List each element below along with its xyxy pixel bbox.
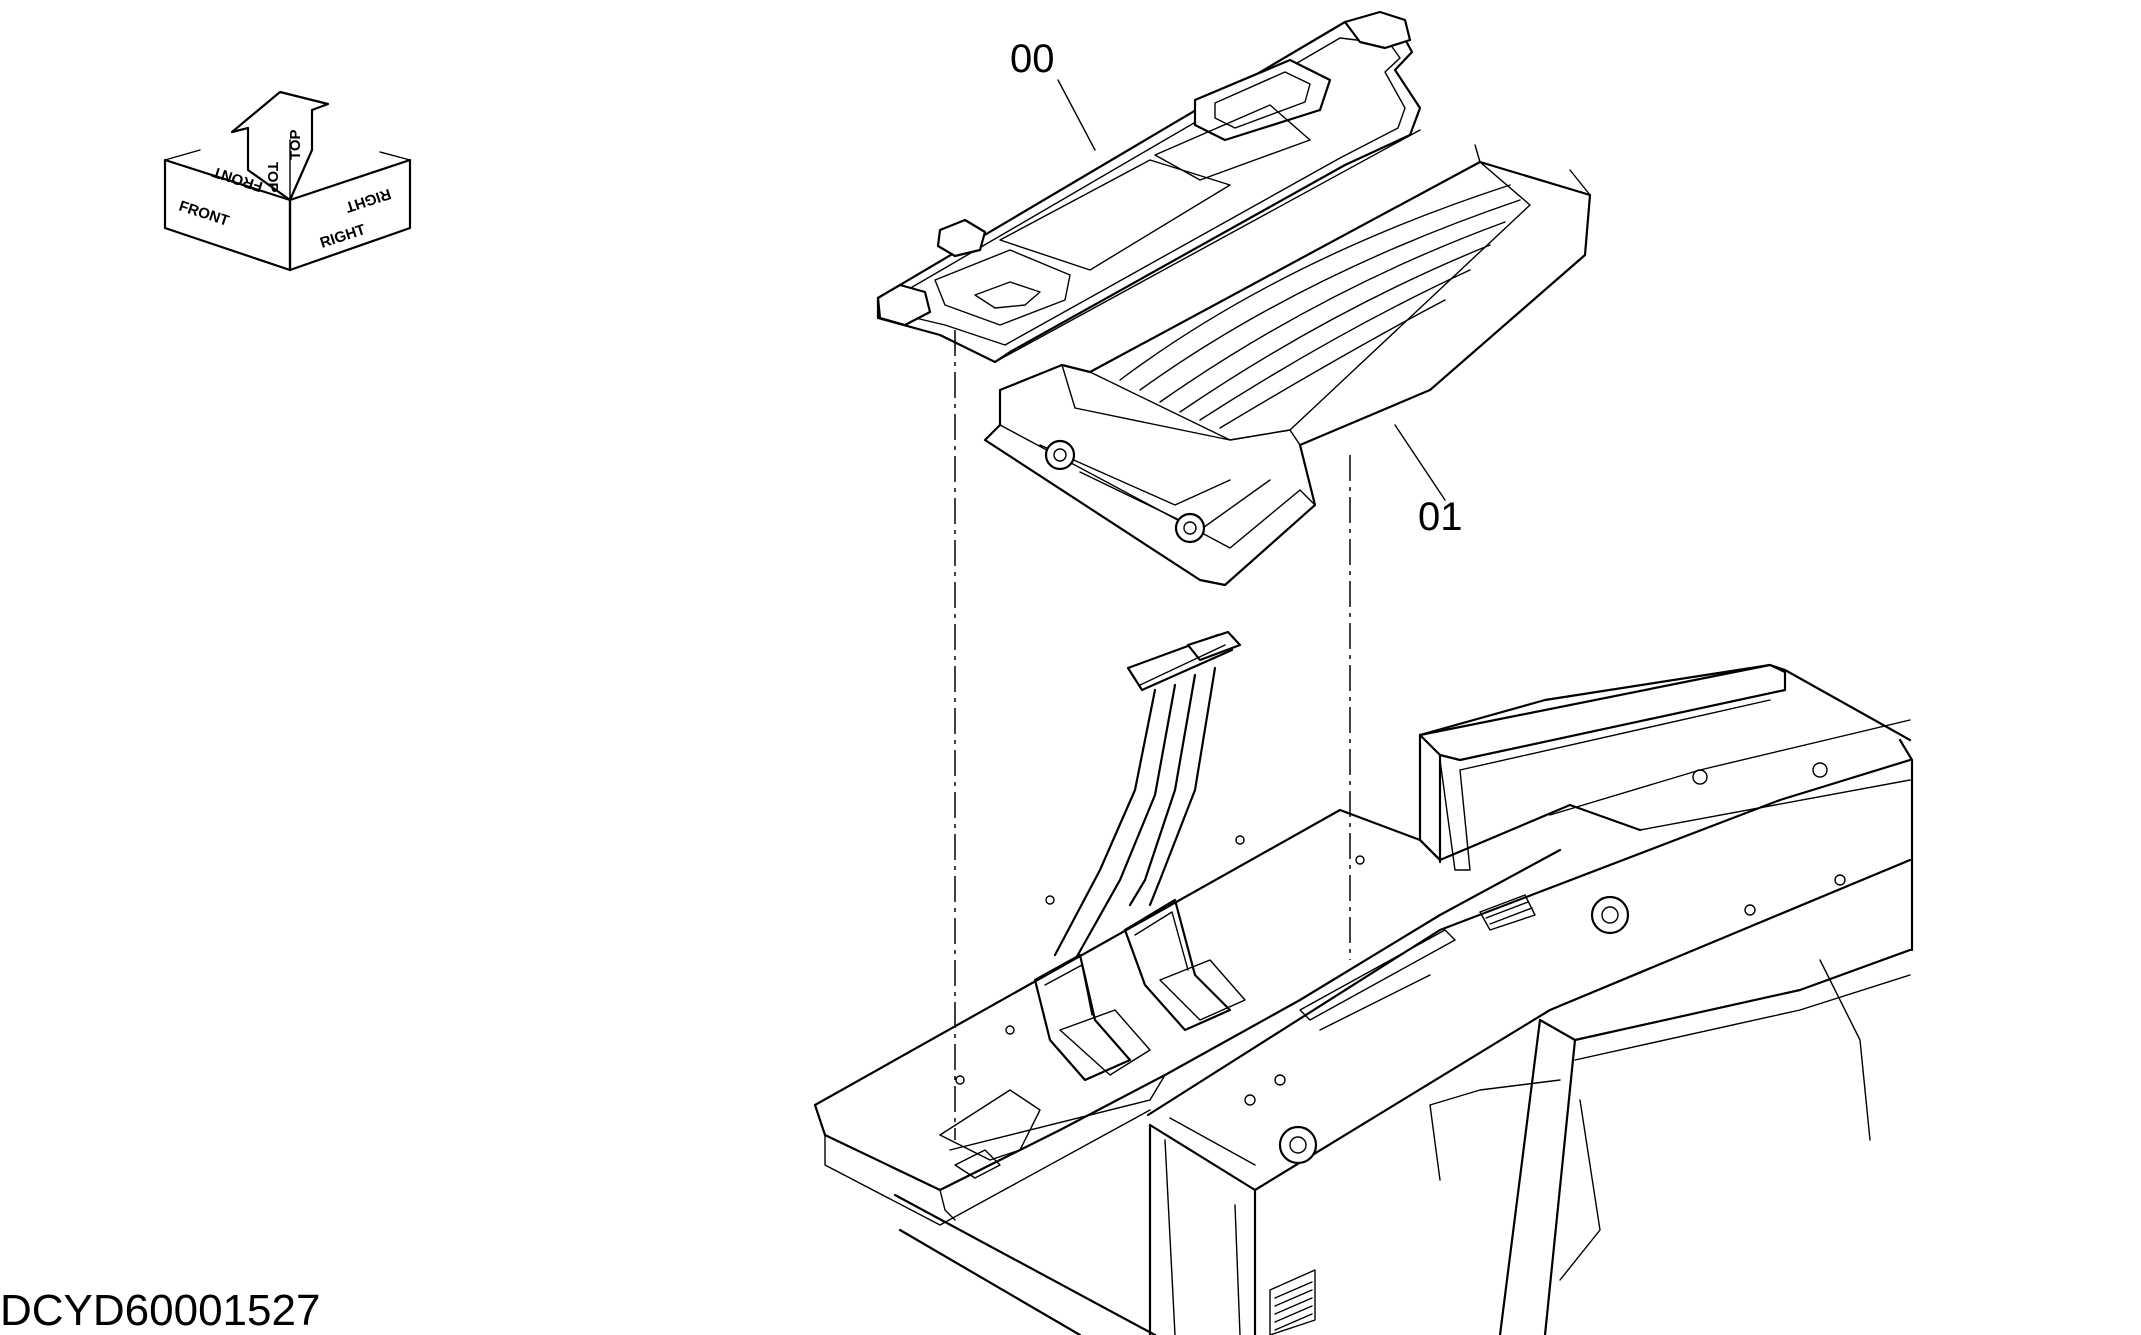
- orientation-right-label: RIGHT: [318, 221, 368, 252]
- orientation-right-mirror: RIGHT: [343, 185, 393, 216]
- part-00-floor-mat: [876, 10, 1422, 364]
- drawing-code: DCYD60001527: [0, 1286, 320, 1335]
- orientation-front-mirror: FRONT: [210, 163, 264, 195]
- pedal-assembly: [1033, 630, 1246, 1082]
- callout-01-leader: [1394, 424, 1446, 501]
- callout-01-label: 01: [1418, 495, 1463, 539]
- orientation-top-label: TOP: [264, 162, 281, 193]
- orientation-top-mirror: TOP: [287, 129, 304, 160]
- part-01-tunnel-cover: [983, 144, 1592, 587]
- cab-frame: [813, 663, 1914, 1335]
- orientation-front-label: FRONT: [177, 198, 231, 230]
- orientation-arrows-icon: FRONT FRONT TOP TOP RIGHT RIGHT: [163, 90, 412, 272]
- callout-00-leader: [1057, 79, 1096, 151]
- callout-00-label: 00: [1010, 37, 1055, 81]
